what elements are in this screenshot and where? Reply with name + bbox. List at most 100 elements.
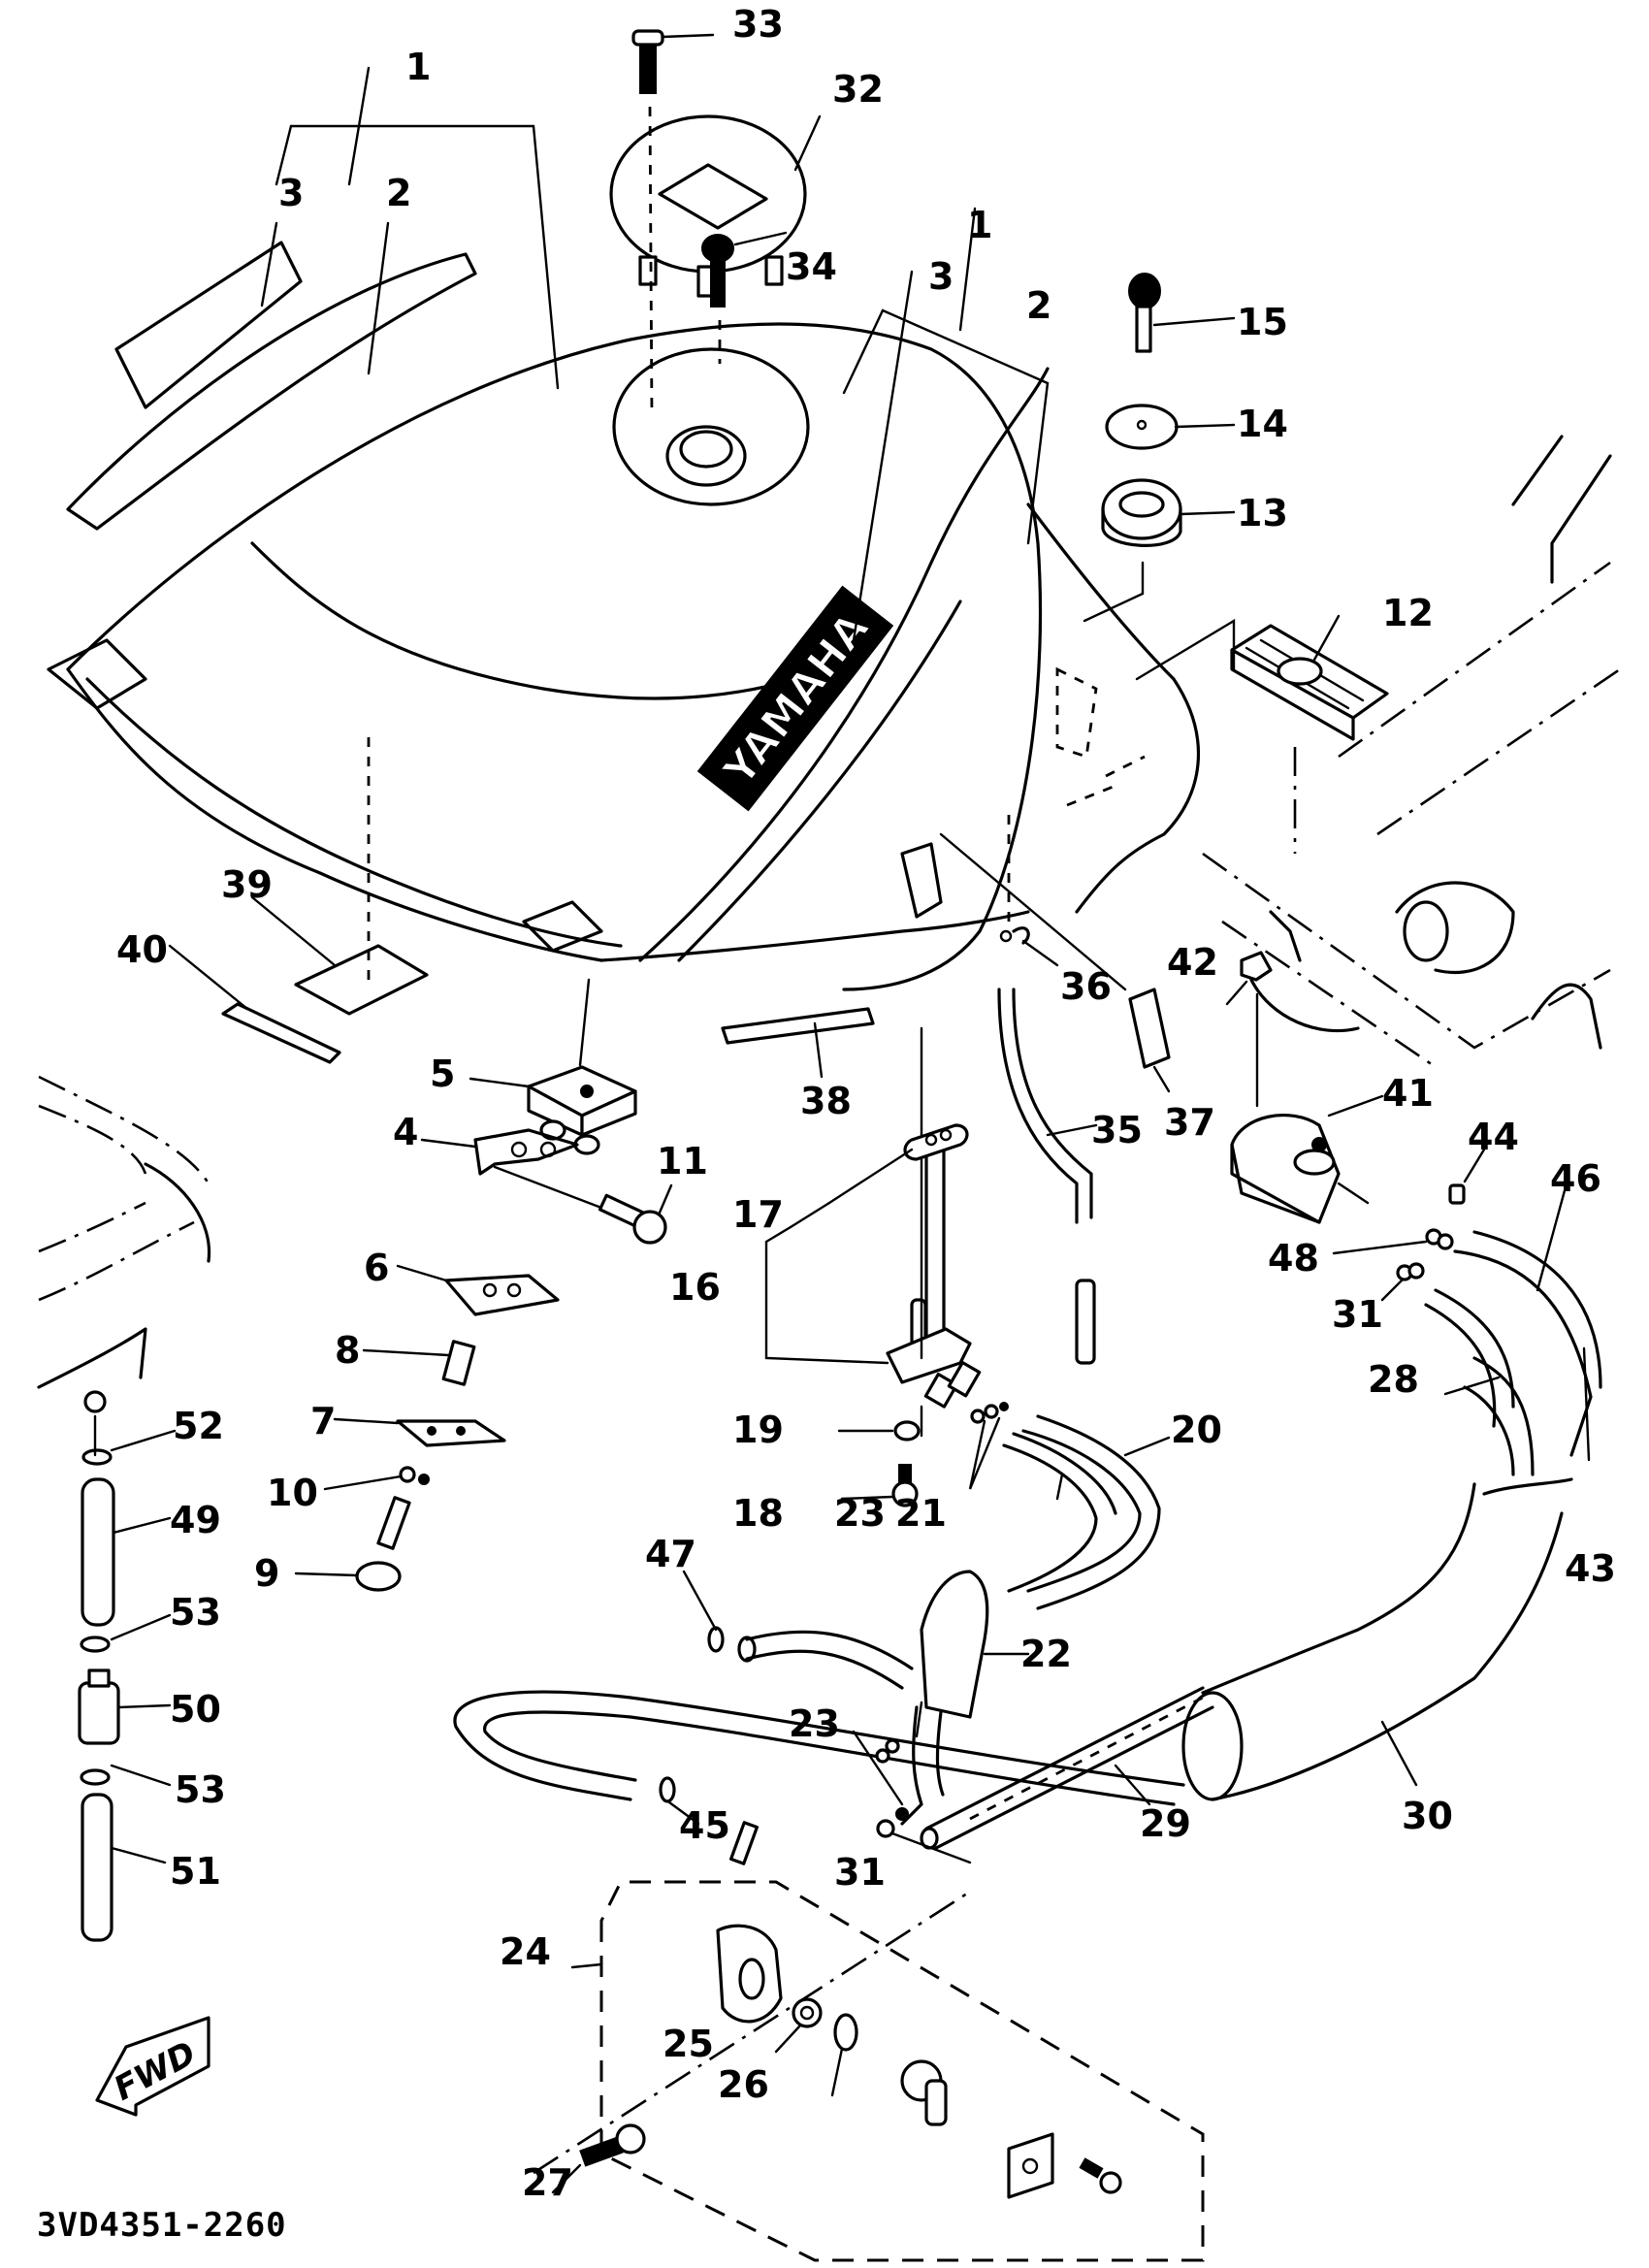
fuel-hose-20[interactable] xyxy=(1021,1414,1171,1610)
callout-8: 8 xyxy=(335,1329,360,1372)
clip-45[interactable] xyxy=(659,1776,700,1826)
filler-recess xyxy=(612,347,810,506)
callout-44: 44 xyxy=(1468,1116,1519,1158)
damper[interactable] xyxy=(1083,478,1236,623)
callout-42: 42 xyxy=(1167,941,1218,984)
plate[interactable] xyxy=(333,1417,506,1447)
overflow-hose-47[interactable] xyxy=(737,1630,914,1690)
pad-37[interactable] xyxy=(939,832,1171,1093)
callout-50: 50 xyxy=(170,1688,221,1731)
clip-31-lower[interactable] xyxy=(876,1819,972,1864)
callout-1: 1 xyxy=(967,204,992,246)
callout-53: 53 xyxy=(175,1768,226,1811)
callout-26: 26 xyxy=(718,2063,769,2106)
o-ring-26[interactable] xyxy=(830,2013,858,2097)
callout-7: 7 xyxy=(310,1400,336,1442)
callout-47: 47 xyxy=(645,1533,696,1575)
clip-47[interactable] xyxy=(682,1570,725,1653)
o-ring-25[interactable] xyxy=(774,1997,823,2054)
decal-set-left[interactable] xyxy=(66,66,560,531)
clip[interactable] xyxy=(323,1466,430,1491)
fuel-hose-21[interactable] xyxy=(1002,1432,1117,1593)
spacer[interactable] xyxy=(362,1340,476,1386)
cover-screw[interactable] xyxy=(1079,2157,1122,2194)
callout-32: 32 xyxy=(832,68,884,111)
callout-4: 4 xyxy=(393,1111,418,1153)
front-bolt[interactable] xyxy=(598,1183,673,1245)
canister[interactable] xyxy=(1230,1094,1384,1224)
left-cushion-parts[interactable] xyxy=(78,1414,177,1942)
callout-1: 1 xyxy=(405,46,431,88)
hex-bolt[interactable] xyxy=(294,1496,411,1592)
clip-36[interactable] xyxy=(999,815,1059,967)
callout-6: 6 xyxy=(364,1247,389,1289)
callout-33: 33 xyxy=(732,3,784,46)
callout-14: 14 xyxy=(1237,403,1288,445)
fuel-cock-seal[interactable] xyxy=(837,1420,921,1442)
hose-clips-upper[interactable] xyxy=(968,1402,1009,1490)
strip-seal[interactable] xyxy=(168,944,341,1064)
bottom-pad[interactable] xyxy=(250,737,429,1016)
cover-plate[interactable] xyxy=(1007,2132,1054,2199)
rubber-pad[interactable] xyxy=(1135,614,1389,854)
callout-37: 37 xyxy=(1164,1101,1215,1144)
callout-12: 12 xyxy=(1382,592,1434,634)
callout-27: 27 xyxy=(522,2161,573,2204)
callout-19: 19 xyxy=(732,1409,784,1451)
breather-hoses[interactable] xyxy=(1424,1182,1602,1496)
callout-labels: 1 2 3 1 3 2 4 5 6 7 8 9 10 11 12 13 14 1… xyxy=(116,3,1616,2204)
callout-10: 10 xyxy=(267,1472,318,1514)
clip-48[interactable] xyxy=(1332,1228,1454,1255)
nut-42[interactable] xyxy=(1225,951,1273,1108)
washer[interactable] xyxy=(1105,404,1236,450)
callout-11: 11 xyxy=(657,1140,708,1183)
callout-24: 24 xyxy=(500,1930,551,1973)
fuel-cock[interactable] xyxy=(764,1026,982,1438)
callout-41: 41 xyxy=(1382,1072,1434,1115)
pump-body[interactable] xyxy=(716,1821,783,2024)
callout-16: 16 xyxy=(669,1266,721,1309)
fuel-tank[interactable] xyxy=(47,322,1201,991)
fuel-cock-plate[interactable] xyxy=(827,1123,969,1205)
cap-screw[interactable] xyxy=(701,231,788,364)
callout-2: 2 xyxy=(1026,284,1051,327)
decal-set-right[interactable] xyxy=(842,207,1050,642)
pad-38[interactable] xyxy=(721,1007,875,1079)
callout-31: 31 xyxy=(834,1851,886,1894)
mount-bolt[interactable] xyxy=(1128,273,1236,353)
callout-5: 5 xyxy=(430,1053,455,1095)
fuel-cock-screw[interactable] xyxy=(840,1464,919,1507)
callout-13: 13 xyxy=(1237,492,1288,535)
callout-2: 2 xyxy=(386,172,411,214)
pad-37-on-tank xyxy=(900,842,943,919)
callout-49: 49 xyxy=(170,1499,221,1541)
hose-clips-lower[interactable] xyxy=(852,1701,945,1826)
callout-48: 48 xyxy=(1268,1237,1319,1280)
front-bracket[interactable] xyxy=(420,1128,603,1210)
collar-plate[interactable] xyxy=(396,1264,560,1316)
pump-bolt-27[interactable] xyxy=(551,2123,646,2194)
callout-21: 21 xyxy=(895,1492,947,1535)
clip-44[interactable] xyxy=(1448,1148,1486,1205)
pump-assembly-box[interactable] xyxy=(533,1880,1205,2262)
clip-31-upper[interactable] xyxy=(1380,1262,1425,1302)
hose-joint[interactable] xyxy=(920,1570,1030,1719)
frame-outline xyxy=(1202,435,1621,1069)
callout-46: 46 xyxy=(1550,1157,1601,1200)
hose-cover[interactable] xyxy=(1181,1482,1564,1801)
callout-20: 20 xyxy=(1171,1409,1222,1451)
breather-hose-45[interactable] xyxy=(453,1690,1185,1806)
front-damper[interactable] xyxy=(469,978,637,1155)
callout-52: 52 xyxy=(173,1405,224,1447)
callout-29: 29 xyxy=(1140,1802,1191,1845)
callout-23: 23 xyxy=(834,1492,886,1535)
drain-hose[interactable] xyxy=(920,1686,1214,1850)
callout-45: 45 xyxy=(679,1804,730,1847)
callout-51: 51 xyxy=(170,1850,221,1893)
hose-35[interactable] xyxy=(997,988,1098,1365)
lever[interactable] xyxy=(900,2059,948,2126)
callout-53: 53 xyxy=(170,1591,221,1634)
callout-43: 43 xyxy=(1565,1547,1616,1590)
cap-bolt[interactable] xyxy=(631,29,715,418)
